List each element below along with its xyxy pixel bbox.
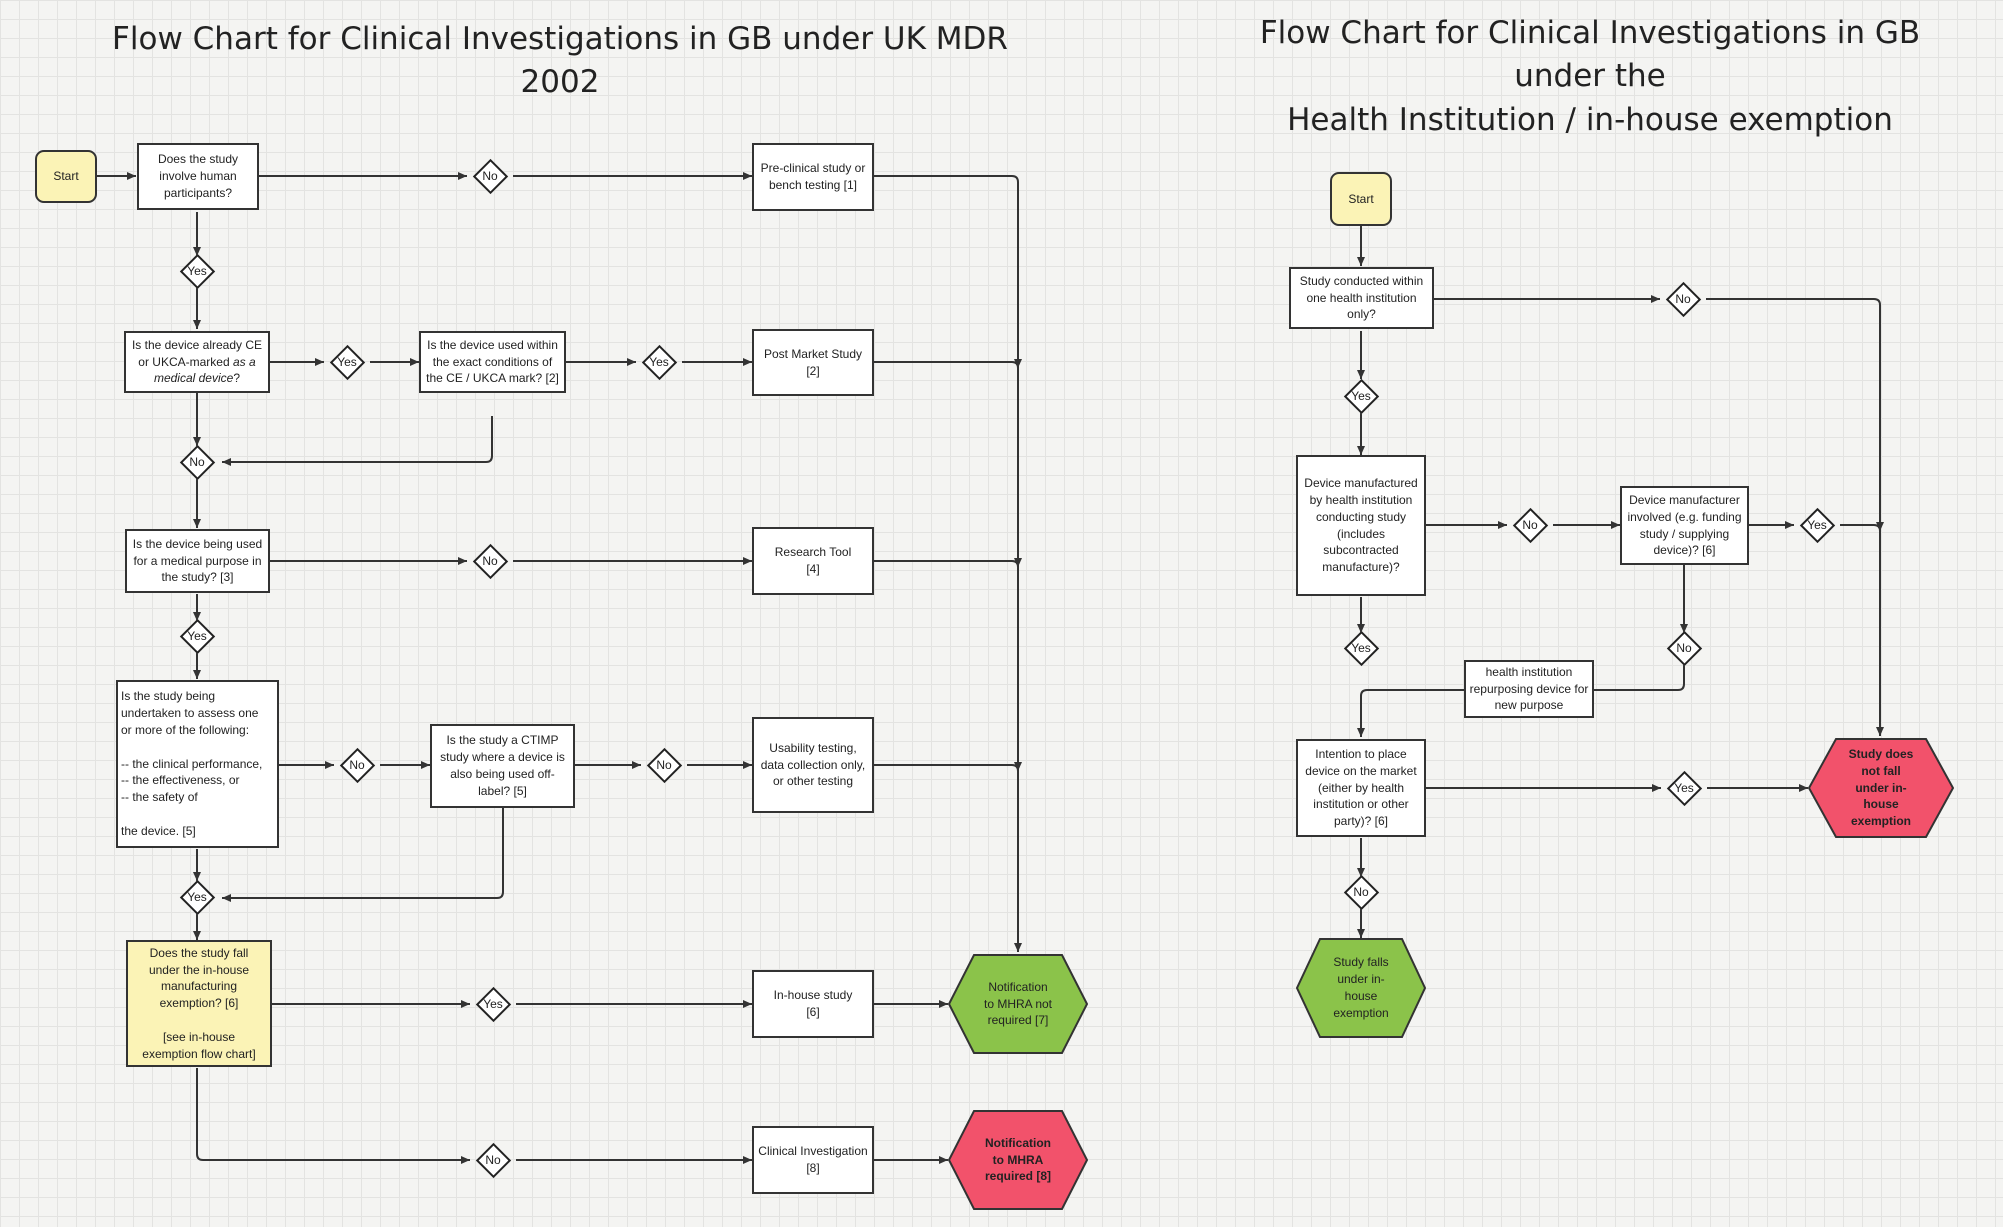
question-exact-conditions: Is the device used within the exact cond… [419, 331, 566, 393]
result-inhouse-study: In-house study [6] [752, 970, 874, 1038]
result-usability-testing: Usability testing, data collection only,… [752, 717, 874, 813]
right-start-node: Start [1330, 172, 1392, 226]
question-medical-purpose: Is the device being used for a medical p… [125, 529, 270, 593]
decision-yes-conditions: Yes [636, 347, 682, 377]
left-chart-title: Flow Chart for Clinical Investigations i… [112, 21, 1008, 101]
decision-no-one-institution: No [1660, 284, 1706, 314]
outcome-notification-required: Notification to MHRA required [8] [948, 1110, 1088, 1210]
decision-no-manufactured: No [1507, 510, 1553, 540]
decision-yes-ce: Yes [324, 347, 370, 377]
decision-yes-manufacturer: Yes [1794, 510, 1840, 540]
decision-no-assess: No [334, 750, 380, 780]
outcome-falls-in-house-exemption: Study falls under in- house exemption [1296, 938, 1426, 1038]
decision-no-ce: No [174, 447, 220, 477]
result-clinical-investigation: Clinical Investigation [8] [752, 1126, 874, 1194]
question-manufacturer-involved: Device manufacturer involved (e.g. fundi… [1620, 486, 1749, 565]
note-repurposing-device: health institution repurposing device fo… [1464, 660, 1594, 718]
decision-yes-one-institution: Yes [1338, 381, 1384, 411]
question-ctimp-off-label: Is the study a CTIMP study where a devic… [430, 724, 575, 808]
decision-no-ctimp: No [641, 750, 687, 780]
question-assess-performance: Is the study being undertaken to assess … [116, 680, 279, 848]
result-research-tool: Research Tool [4] [752, 527, 874, 595]
result-preclinical-study: Pre-clinical study or bench testing [1] [752, 143, 874, 211]
question-human-participants: Does the study involve human participant… [137, 143, 259, 210]
decision-no-human: No [467, 161, 513, 191]
decision-no-inhouse: No [470, 1145, 516, 1175]
outcome-notification-not-required: Notification to MHRA not required [7] [948, 954, 1088, 1054]
question-one-institution: Study conducted within one health instit… [1289, 267, 1434, 329]
outcome-not-in-house-exemption: Study does not fall under in- house exem… [1808, 738, 1954, 838]
decision-no-manufacturer: No [1661, 633, 1707, 663]
result-post-market-study: Post Market Study [2] [752, 329, 874, 396]
decision-yes-inhouse: Yes [470, 989, 516, 1019]
right-chart-title: Flow Chart for Clinical Investigations i… [1240, 12, 1940, 142]
left-start-node: Start [35, 150, 97, 203]
question-manufactured-by-institution: Device manufactured by health institutio… [1296, 455, 1426, 596]
decision-yes-human: Yes [174, 256, 220, 286]
decision-yes-assess: Yes [174, 882, 220, 912]
decision-yes-market: Yes [1661, 773, 1707, 803]
decision-yes-purpose: Yes [174, 621, 220, 651]
right-title-line-3: Health Institution / in-house exemption [1287, 101, 1893, 138]
decision-no-market: No [1338, 877, 1384, 907]
question-place-on-market: Intention to place device on the market … [1296, 739, 1426, 837]
question-inhouse-exemption: Does the study fall under the in-house m… [126, 940, 272, 1067]
right-title-line-1: Flow Chart for Clinical Investigations i… [1259, 15, 1921, 51]
decision-no-purpose: No [467, 546, 513, 576]
decision-yes-manufactured: Yes [1338, 633, 1384, 663]
right-title-line-2: under the [1514, 58, 1666, 95]
